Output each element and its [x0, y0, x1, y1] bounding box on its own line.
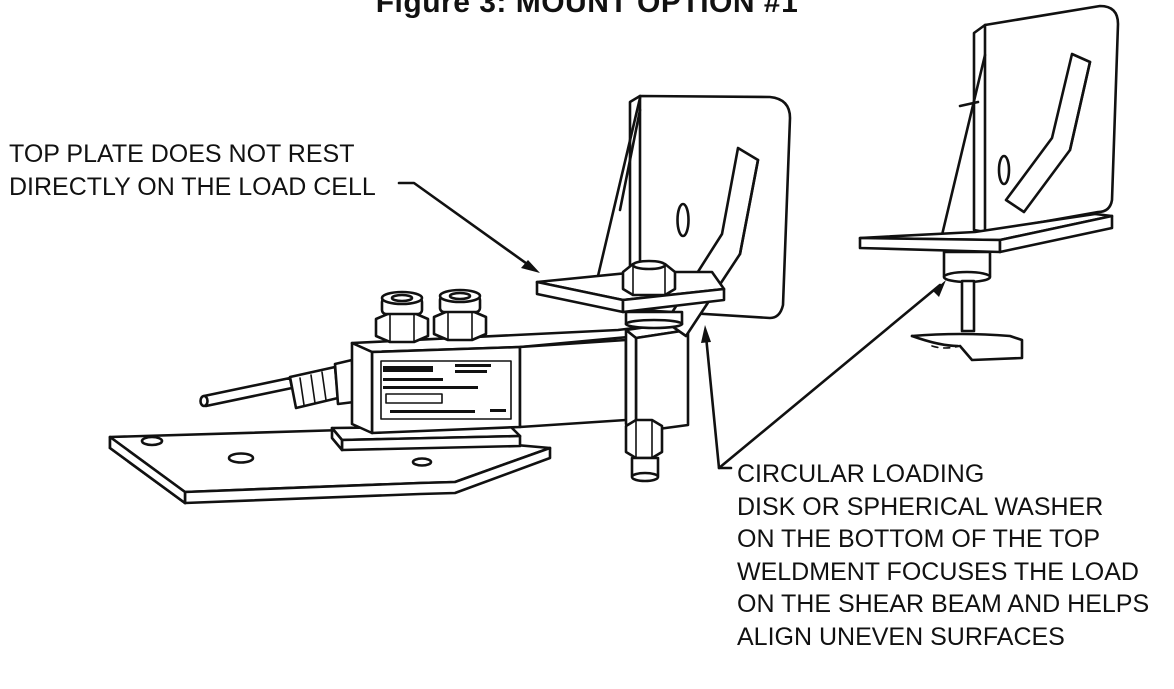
callout-line: WELDMENT FOCUSES THE LOAD	[737, 557, 1139, 586]
detail-weldment	[858, 4, 1120, 362]
cable-glands	[374, 288, 488, 344]
loading-disk-callout: CIRCULAR LOADING DISK OR SPHERICAL WASHE…	[737, 458, 1149, 653]
load-cell	[350, 320, 690, 435]
leader-loading-disk	[701, 280, 946, 470]
callout-line: TOP PLATE DOES NOT REST	[9, 140, 355, 168]
mount-bolt	[624, 418, 664, 483]
callout-line: ON THE BOTTOM OF THE TOP	[737, 525, 1101, 553]
top-plate-callout: TOP PLATE DOES NOT REST DIRECTLY ON THE …	[9, 138, 376, 203]
callout-line: CIRCULAR LOADING	[737, 460, 985, 488]
top-weldment	[535, 94, 792, 338]
callout-line: ON THE SHEAR BEAM AND HELPS	[737, 590, 1150, 618]
callout-line: ALIGN UNEVEN SURFACES	[737, 622, 1065, 651]
leader-top-plate	[397, 181, 540, 273]
figure-title: Figure 3: MOUNT OPTION #1	[375, 0, 799, 19]
load-cell-cable	[199, 358, 356, 410]
callout-line: DIRECTLY ON THE LOAD CELL	[9, 172, 376, 201]
callout-line: DISK OR SPHERICAL WASHER	[737, 492, 1104, 521]
